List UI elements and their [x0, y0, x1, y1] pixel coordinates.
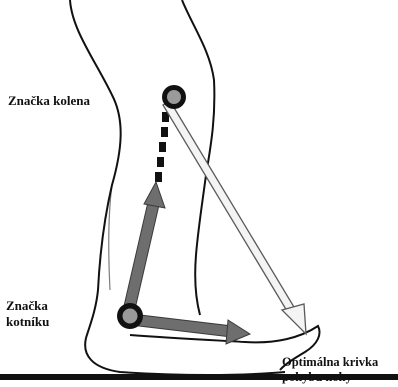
- knee-marker: [162, 85, 186, 109]
- vertical-arrow: [124, 182, 165, 309]
- ankle-marker-label-line1: Značka: [6, 298, 49, 314]
- ankle-marker-label: Značka kotníku: [6, 298, 49, 330]
- knee-dotted-line: [155, 112, 169, 182]
- optimal-curve-label-line1: Optimálna krivka: [282, 355, 378, 370]
- optimal-curve-arrow: [163, 101, 306, 334]
- ankle-marker-label-line2: kotníku: [6, 314, 49, 330]
- ankle-marker: [117, 303, 143, 329]
- optimal-curve-label-line2: pohybu nohy: [282, 370, 378, 385]
- knee-marker-label: Značka kolena: [8, 93, 90, 109]
- optimal-curve-label: Optimálna krivka pohybu nohy: [282, 355, 378, 385]
- leg-back-outline: [70, 0, 285, 375]
